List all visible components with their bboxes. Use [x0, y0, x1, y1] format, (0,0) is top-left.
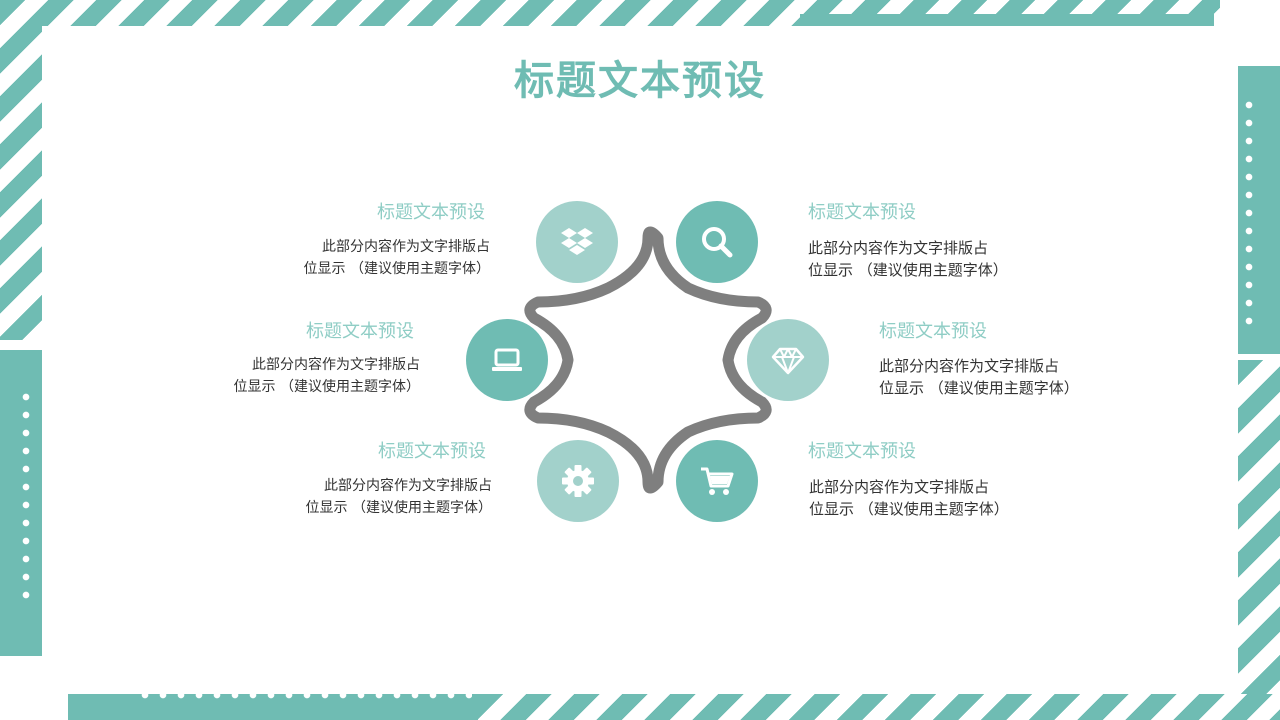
gear-icon: [562, 465, 594, 497]
item-desc-middle-right: 此部分内容作为文字排版占 位显示 （建议使用主题字体）: [879, 355, 1079, 399]
right-dots: [1245, 96, 1253, 326]
dropbox-circle: [536, 201, 618, 283]
cart-circle: [676, 440, 758, 522]
item-desc-line: 此部分内容作为文字排版占: [322, 239, 490, 255]
slide-title: 标题文本预设: [514, 58, 766, 104]
item-desc-top-left: 此部分内容作为文字排版占 位显示 （建议使用主题字体）: [304, 236, 490, 280]
item-desc-bottom-left: 此部分内容作为文字排版占 位显示 （建议使用主题字体）: [306, 475, 492, 519]
item-desc-middle-left: 此部分内容作为文字排版占 位显示 （建议使用主题字体）: [234, 354, 420, 398]
item-desc-line: 此部分内容作为文字排版占: [879, 357, 1060, 375]
item-title-top-left: 标题文本预设: [377, 202, 485, 223]
center-star-ring: [524, 226, 772, 494]
dropbox-icon: [561, 228, 593, 255]
item-desc-line: 此部分内容作为文字排版占: [252, 357, 420, 373]
diamond-icon: [771, 347, 805, 375]
item-title-top-right: 标题文本预设: [808, 202, 916, 223]
bottom-stripe-border: [478, 694, 1280, 720]
diamond-circle: [747, 319, 829, 401]
left-dots: [22, 388, 30, 604]
item-title-bottom-right: 标题文本预设: [808, 441, 916, 462]
content-card: [42, 26, 1238, 694]
item-desc-line: 位显示 （建议使用主题字体）: [303, 261, 490, 277]
item-desc-line: 位显示 （建议使用主题字体）: [305, 500, 492, 516]
gear-circle: [537, 440, 619, 522]
item-desc-line: 位显示 （建议使用主题字体）: [879, 379, 1079, 397]
item-title-middle-left: 标题文本预设: [306, 321, 414, 342]
item-desc-line: 位显示 （建议使用主题字体）: [808, 261, 1008, 279]
right-stripe-border: [1238, 360, 1280, 720]
bottom-dots: [136, 691, 472, 699]
item-title-middle-right: 标题文本预设: [879, 321, 987, 342]
laptop-icon: [492, 348, 522, 371]
item-desc-top-right: 此部分内容作为文字排版占 位显示 （建议使用主题字体）: [808, 237, 1008, 281]
item-title-bottom-left: 标题文本预设: [378, 441, 486, 462]
item-desc-line: 位显示 （建议使用主题字体）: [233, 379, 420, 395]
search-circle: [676, 201, 758, 283]
left-stripe-border: [0, 0, 44, 340]
item-desc-line: 此部分内容作为文字排版占: [324, 478, 492, 494]
item-desc-line: 此部分内容作为文字排版占: [808, 239, 989, 257]
search-icon: [702, 227, 733, 258]
item-desc-bottom-right: 此部分内容作为文字排版占 位显示 （建议使用主题字体）: [809, 476, 1009, 520]
item-desc-line: 位显示 （建议使用主题字体）: [809, 500, 1009, 518]
cart-icon: [701, 467, 734, 495]
item-desc-line: 此部分内容作为文字排版占: [809, 478, 990, 496]
laptop-circle: [466, 319, 548, 401]
